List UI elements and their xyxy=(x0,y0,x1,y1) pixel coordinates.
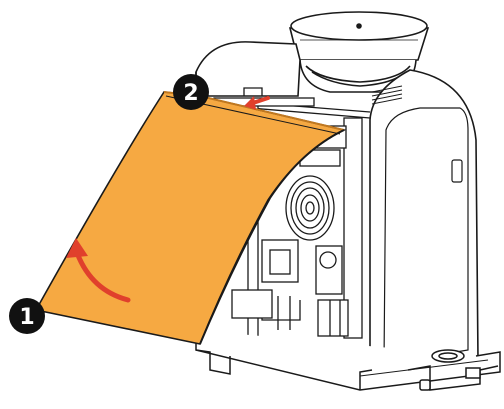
callout-2-circle xyxy=(173,74,209,110)
callout-step-2: 2 xyxy=(173,74,209,110)
slide-direction-arrow xyxy=(244,96,270,110)
callout-2-label: 2 xyxy=(183,81,198,106)
callout-step-1: 1 xyxy=(9,298,45,334)
heater-coil xyxy=(285,175,335,241)
lift-direction-arrow xyxy=(66,238,131,303)
callout-1-label: 1 xyxy=(19,305,34,330)
callout-1-circle xyxy=(9,298,45,334)
machine-base xyxy=(195,330,501,391)
internal-components xyxy=(213,87,371,345)
